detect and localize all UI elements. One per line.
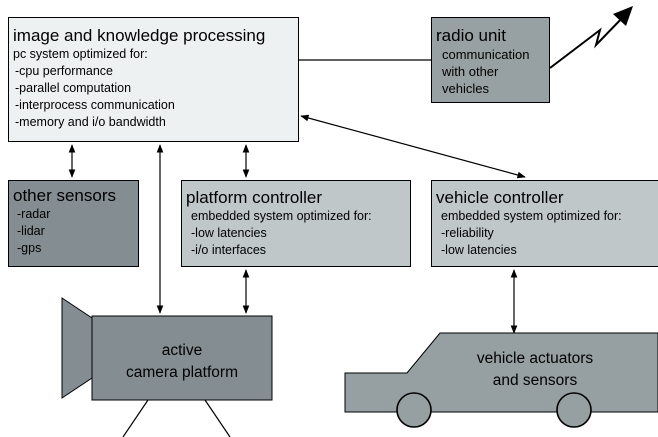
camera-label-line2: camera platform xyxy=(126,364,238,381)
vehicle-controller-box: vehicle controller embedded system optim… xyxy=(431,180,658,267)
platform-item: i/o interfaces xyxy=(191,242,410,259)
sensor-item: lidar xyxy=(17,223,138,240)
radio-subtitle: communication with other vehicles xyxy=(442,47,530,96)
camera-label-line1: active xyxy=(161,342,203,359)
vehicle-item: low latencies xyxy=(441,242,658,259)
camera-platform-label: active camera platform xyxy=(92,340,272,384)
vehicle-actuators-label: vehicle actuators and sensors xyxy=(430,348,640,392)
vehicle-item: reliability xyxy=(441,225,658,242)
image-knowledge-processing-box: image and knowledge processing pc system… xyxy=(8,17,299,142)
radio-signal-arrowhead xyxy=(613,6,633,26)
vehicle-icon xyxy=(344,332,658,428)
radio-unit-box: radio unit communication with other vehi… xyxy=(431,17,550,103)
vehicle-controller-items: reliability low latencies xyxy=(441,225,658,259)
vehicle-label-line2: and sensors xyxy=(492,372,578,389)
platform-controller-title: platform controller xyxy=(186,188,323,207)
main-item: memory and i/o bandwidth xyxy=(15,114,298,131)
radio-signal-icon xyxy=(549,13,627,69)
platform-item: low latencies xyxy=(191,225,410,242)
wheel-rear xyxy=(556,392,592,428)
camera-body xyxy=(91,315,273,401)
main-items: cpu performance parallel computation int… xyxy=(15,63,298,131)
platform-controller-box: platform controller embedded system opti… xyxy=(181,180,411,267)
vehicle-body xyxy=(344,332,658,413)
vehicle-label-line1: vehicle actuators xyxy=(476,350,594,367)
tripod-leg-left xyxy=(122,399,149,437)
radio-title: radio unit xyxy=(436,26,506,45)
vehicle-controller-subtitle: embedded system optimized for: xyxy=(441,209,622,223)
main-title: image and knowledge processing xyxy=(13,26,266,45)
main-item: parallel computation xyxy=(15,80,298,97)
sensor-item: radar xyxy=(17,206,138,223)
platform-controller-subtitle: embedded system optimized for: xyxy=(191,209,372,223)
wheel-front xyxy=(396,392,432,428)
other-sensors-items: radar lidar gps xyxy=(17,206,138,257)
camera-lens xyxy=(61,297,93,399)
main-subtitle: pc system optimized for: xyxy=(13,47,148,61)
main-item: interprocess communication xyxy=(15,97,298,114)
tripod-leg-right xyxy=(204,399,231,437)
camera-icon xyxy=(61,297,273,437)
vehicle-controller-title: vehicle controller xyxy=(436,188,564,207)
arrow-main-vehicle-controller xyxy=(300,114,526,179)
other-sensors-box: other sensors radar lidar gps xyxy=(8,180,139,267)
sensor-item: gps xyxy=(17,240,138,257)
platform-controller-items: low latencies i/o interfaces xyxy=(191,225,410,259)
other-sensors-title: other sensors xyxy=(13,186,116,205)
main-item: cpu performance xyxy=(15,63,298,80)
